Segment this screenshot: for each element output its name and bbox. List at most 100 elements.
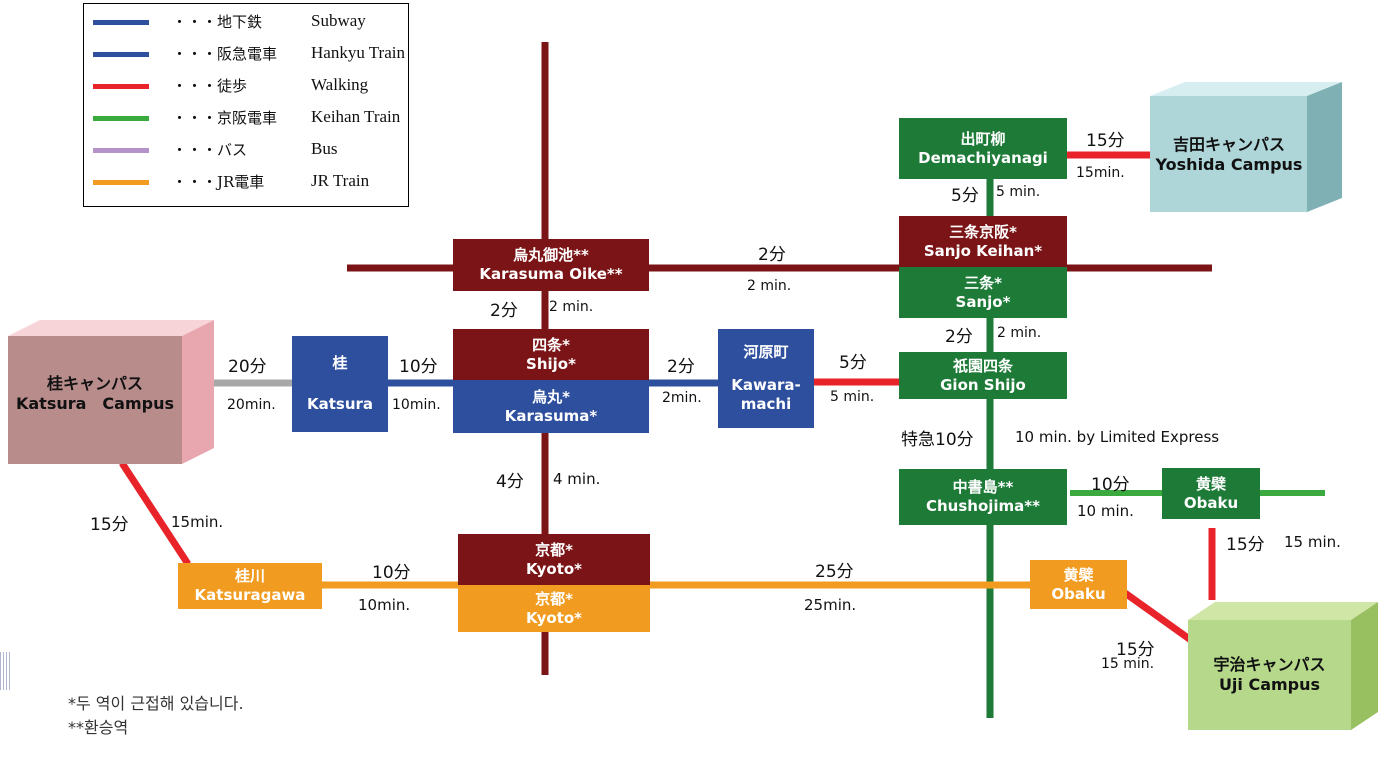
station-en-label: Kawara-machi [731,376,801,413]
legend-swatch [93,84,149,89]
note-transfer-station: **환승역 [68,718,129,737]
campus-jp-label: 宇治キャンパス [1213,655,1326,674]
station-gion-shijo[interactable]: 祇園四条 Gion Shijo [899,352,1067,399]
time-label: 2 min. [747,278,792,294]
time-label: 2分 [945,327,973,347]
station-karasuma-oike[interactable]: 烏丸御池** Karasuma Oike** [453,239,649,291]
station-katsura[interactable]: 桂 Katsura [292,336,388,432]
station-en-label: Kyoto* [525,559,583,578]
station-jp-label: 出町柳 [960,129,1006,148]
time-label: 15min. [1076,165,1125,181]
time-label: 5分 [839,353,867,373]
time-label: 15分 [1086,131,1125,151]
campus-uji[interactable]: 宇治キャンパス Uji Campus [1188,655,1351,695]
legend-row: ・・・JR電車 JR Train [84,168,410,196]
legend-swatch [93,180,149,185]
campus-en-label: Uji Campus [1218,675,1321,694]
legend-jp-label: ・・・京阪電車 [172,109,278,127]
time-label: 4 min. [553,470,601,488]
station-jp-label: 三条京阪* [949,222,1017,241]
campus-katsura[interactable]: 桂キャンパス Katsura Campus [4,374,186,414]
station-jp-label: 四条* [532,335,570,354]
station-jp-label: 三条* [964,273,1002,292]
legend-en-label: Subway [311,11,366,30]
station-katsuragawa[interactable]: 桂川 Katsuragawa [178,563,322,609]
station-jp-label: 桂川 [234,567,265,586]
time-label: 10 min. [1077,502,1134,520]
time-label: 10min. [358,596,411,614]
station-shijo[interactable]: 四条* Shijo* [453,329,649,380]
station-obaku-jr[interactable]: 黄檗 Obaku [1030,560,1127,609]
legend-en-label: Hankyu Train [311,43,405,62]
campus-jp-label: 吉田キャンパス [1172,135,1285,154]
time-label: 15 min. [1284,533,1341,551]
station-chushojima[interactable]: 中書島** Chushojima** [899,469,1067,525]
station-jp-label: 黄檗 [1195,474,1226,493]
time-label: 15分 [90,515,129,535]
station-jp-label: 烏丸* [532,387,570,406]
station-en-label: Karasuma* [504,406,598,425]
time-label: 5分 [951,186,979,206]
station-en-label: Obaku [1183,493,1239,512]
station-en-label: Shijo* [526,354,576,373]
station-jp-label: 祇園四条 [952,356,1013,375]
katsura-campus-block [8,320,214,464]
station-en-label: Chushojima** [925,497,1040,515]
station-en-label: Kyoto* [525,608,583,627]
time-label: 15min. [171,513,224,531]
station-jp-label: 中書島** [952,478,1014,497]
time-label: 2分 [758,245,786,265]
time-label: 2min. [662,390,702,406]
legend-swatch [93,20,149,25]
time-label: 10min. [392,397,441,413]
station-en-label: Sanjo Keihan* [923,241,1043,260]
station-en-label: Sanjo* [955,292,1011,311]
station-en-label: Obaku [1051,584,1106,603]
time-label: 2分 [667,357,695,377]
legend-jp-label: ・・・徒歩 [172,77,248,95]
time-label: 25分 [815,562,854,582]
time-label: 2分 [490,301,518,321]
station-kyoto-jr[interactable]: 京都* Kyoto* [458,585,650,632]
legend-jp-label: ・・・JR電車 [172,173,265,191]
walk-obakujr-uji [1122,590,1198,646]
legend-swatch [93,52,149,57]
station-demachiyanagi[interactable]: 出町柳 Demachiyanagi [899,118,1067,179]
station-en-label: Gion Shijo [940,375,1026,394]
station-jp-label: 烏丸御池** [513,246,589,265]
time-label: 4分 [496,472,524,492]
station-en-label: Demachiyanagi [918,148,1048,167]
station-en-label: Karasuma Oike** [479,265,623,283]
station-kawaramachi[interactable]: 河原町 Kawara-machi [718,329,814,428]
station-en-label: Katsura [306,395,374,413]
time-label: 20min. [227,397,276,413]
station-kyoto-subway[interactable]: 京都* Kyoto* [458,534,650,585]
station-karasuma[interactable]: 烏丸* Karasuma* [453,380,649,433]
station-sanjo[interactable]: 三条* Sanjo* [899,267,1067,318]
time-label: 15分 [1116,640,1155,660]
time-label: 2 min. [549,299,594,315]
legend-en-label: Walking [311,75,369,94]
station-obaku-keihan[interactable]: 黄檗 Obaku [1162,468,1260,519]
note-adjacent-stations: *두 역이 근접해 있습니다. [68,694,244,713]
station-sanjo-keihan[interactable]: 三条京阪* Sanjo Keihan* [899,216,1067,267]
time-label: 25min. [804,596,857,614]
time-label: 15分 [1226,535,1265,555]
campus-yoshida[interactable]: 吉田キャンパス Yoshida Campus [1146,135,1312,175]
station-jp-label: 桂 [332,354,348,373]
decorative-dots [0,652,10,690]
station-en-label: Katsuragawa [194,586,306,604]
legend-jp-label: ・・・阪急電車 [172,45,278,63]
legend-row: ・・・京阪電車 Keihan Train [84,104,410,132]
campus-en-label: Yoshida Campus [1155,155,1303,174]
station-jp-label: 京都* [535,589,573,608]
time-label: 10分 [1091,475,1130,495]
time-label: 20分 [228,357,267,377]
legend-en-label: JR Train [311,171,370,190]
walk-katsura-katsuragawa [119,461,191,566]
time-label: 10分 [372,563,411,583]
legend-swatch [93,116,149,121]
legend-en-label: Keihan Train [311,107,401,126]
